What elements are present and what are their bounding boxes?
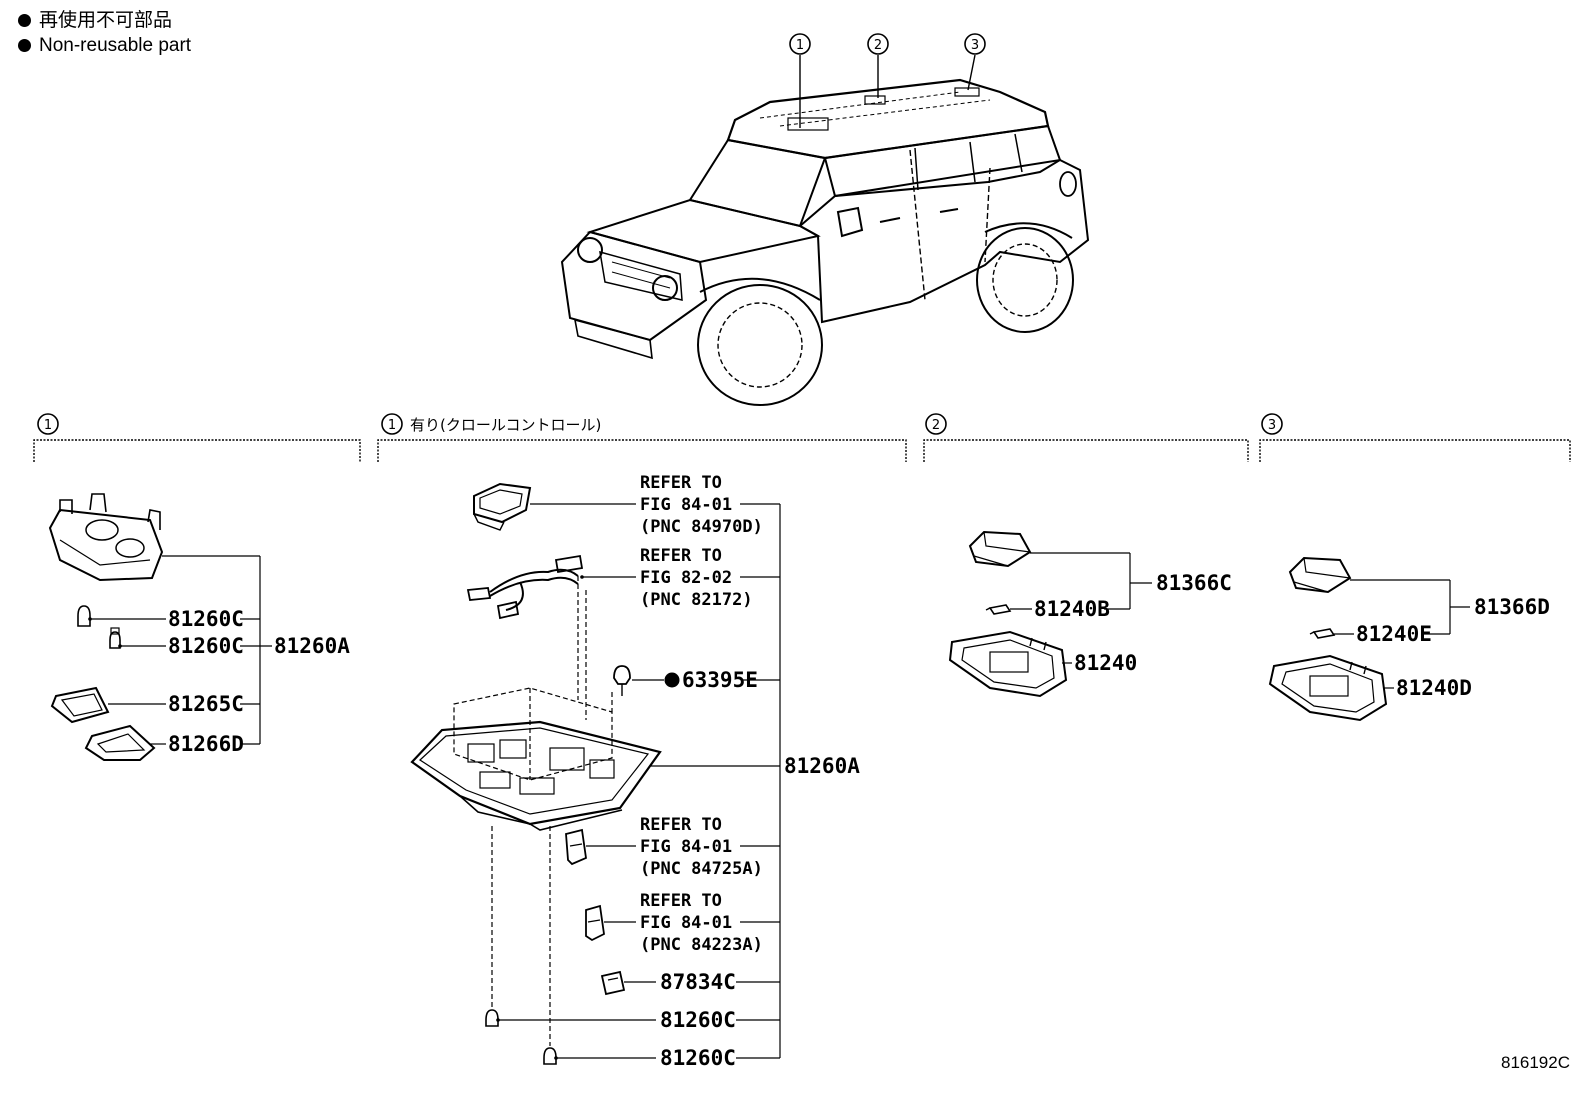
section-3-circle — [925, 413, 947, 435]
lamp-unit-drawing — [1288, 556, 1352, 594]
callout-3: 3 — [964, 33, 986, 91]
part-number-81266d: 81266D — [168, 732, 244, 756]
section-1: 81260C 81260C 81260A 81265C 81266D — [48, 493, 350, 761]
part-number-81240: 81240 — [1074, 651, 1137, 675]
section-1-circle — [37, 413, 59, 435]
section-4-circle — [1261, 413, 1283, 435]
socket-drawing — [600, 970, 626, 996]
ref-84223a-line1: REFER TO — [640, 891, 722, 911]
part-number-63395e: 63395E — [682, 668, 758, 692]
bulb-drawing — [1309, 628, 1336, 639]
section-2-number: 1 — [388, 418, 396, 433]
bulb-drawing — [543, 1047, 557, 1065]
callout-1-label: 1 — [796, 38, 804, 53]
section-headers: 1 1 有り(クロールコントロール) 2 3 — [37, 413, 1283, 435]
lens-drawing — [948, 630, 1068, 698]
bulb-drawing — [985, 604, 1012, 615]
section-4-leaders — [1334, 579, 1470, 689]
bullet-icon — [18, 39, 31, 52]
lamp-housing-drawing — [48, 493, 164, 582]
section-brackets — [33, 439, 1571, 462]
legend-en: Non-reusable part — [18, 35, 191, 57]
ref-84725a-line3: (PNC 84725A) — [640, 859, 763, 879]
callout-2-label: 2 — [874, 38, 882, 53]
part-number-81240d: 81240D — [1396, 676, 1472, 700]
part-number-81265c: 81265C — [168, 692, 244, 716]
part-number-81260c: 81260C — [660, 1008, 736, 1032]
section-2-circle — [381, 413, 403, 435]
lens-drawing — [50, 686, 110, 724]
ref-84970d-line3: (PNC 84970D) — [640, 517, 763, 537]
section-3: 81366C 81240B 81240 — [948, 530, 1232, 698]
ref-84970d-line2: FIG 84-01 — [640, 495, 732, 515]
section-2: REFER TO FIG 84-01 (PNC 84970D) REFER TO… — [410, 473, 860, 1070]
ref-84223a-line3: (PNC 84223A) — [640, 935, 763, 955]
vehicle-illustration: 1 2 3 — [560, 33, 1090, 406]
bulb-drawing — [485, 1009, 499, 1027]
switch-module-drawing — [473, 482, 532, 531]
bulb-drawing — [109, 627, 121, 649]
ref-84970d-line1: REFER TO — [640, 473, 722, 493]
part-number-81260c: 81260C — [168, 634, 244, 658]
switch-84725a-drawing — [565, 828, 587, 866]
ref-82172-line1: REFER TO — [640, 546, 722, 566]
bulb-drawing — [77, 605, 91, 627]
ref-82172-line3: (PNC 82172) — [640, 590, 753, 610]
non-reusable-marker — [664, 672, 680, 688]
part-number-81260c: 81260C — [168, 607, 244, 631]
clip-drawing — [613, 665, 631, 696]
ref-84725a-line1: REFER TO — [640, 815, 722, 835]
callout-1: 1 — [789, 33, 811, 128]
part-number-81260c: 81260C — [660, 1046, 736, 1070]
section-2-leaders — [498, 503, 781, 1059]
ref-84725a-line2: FIG 84-01 — [640, 837, 732, 857]
section-1-leaders — [90, 555, 272, 745]
exploded-view-guides — [453, 576, 613, 1046]
figure-number: 816192C — [1500, 1053, 1570, 1072]
overhead-console-drawing — [410, 720, 662, 831]
part-number-81366d: 81366D — [1474, 595, 1550, 619]
wire-harness-drawing — [466, 554, 584, 620]
part-number-81260a: 81260A — [784, 754, 860, 778]
callout-2: 2 — [867, 33, 889, 98]
part-number-87834c: 87834C — [660, 970, 736, 994]
section-3-leaders — [1010, 552, 1152, 664]
ref-84223a-line2: FIG 84-01 — [640, 913, 732, 933]
callout-3-label: 3 — [971, 38, 979, 53]
lamp-unit-drawing — [968, 530, 1032, 568]
switch-84223a-drawing — [585, 904, 605, 942]
legend-jp-text: 再使用不可部品 — [39, 10, 173, 31]
legend-jp: 再使用不可部品 — [18, 10, 172, 32]
part-number-81240b: 81240B — [1034, 597, 1110, 621]
part-number-81366c: 81366C — [1156, 571, 1232, 595]
ref-82172-line2: FIG 82-02 — [640, 568, 732, 588]
section-4: 81366D 81240E 81240D — [1268, 556, 1550, 722]
section-3-number: 2 — [932, 418, 940, 433]
cover-drawing — [84, 724, 156, 761]
part-number-81240e: 81240E — [1356, 622, 1432, 646]
legend-en-text: Non-reusable part — [39, 35, 192, 56]
section-2-title: 有り(クロールコントロール) — [410, 416, 601, 434]
bullet-icon — [18, 14, 31, 27]
part-number-81260a: 81260A — [274, 634, 350, 658]
section-4-number: 3 — [1268, 418, 1276, 433]
section-1-number: 1 — [44, 418, 52, 433]
lens-drawing — [1268, 654, 1388, 722]
